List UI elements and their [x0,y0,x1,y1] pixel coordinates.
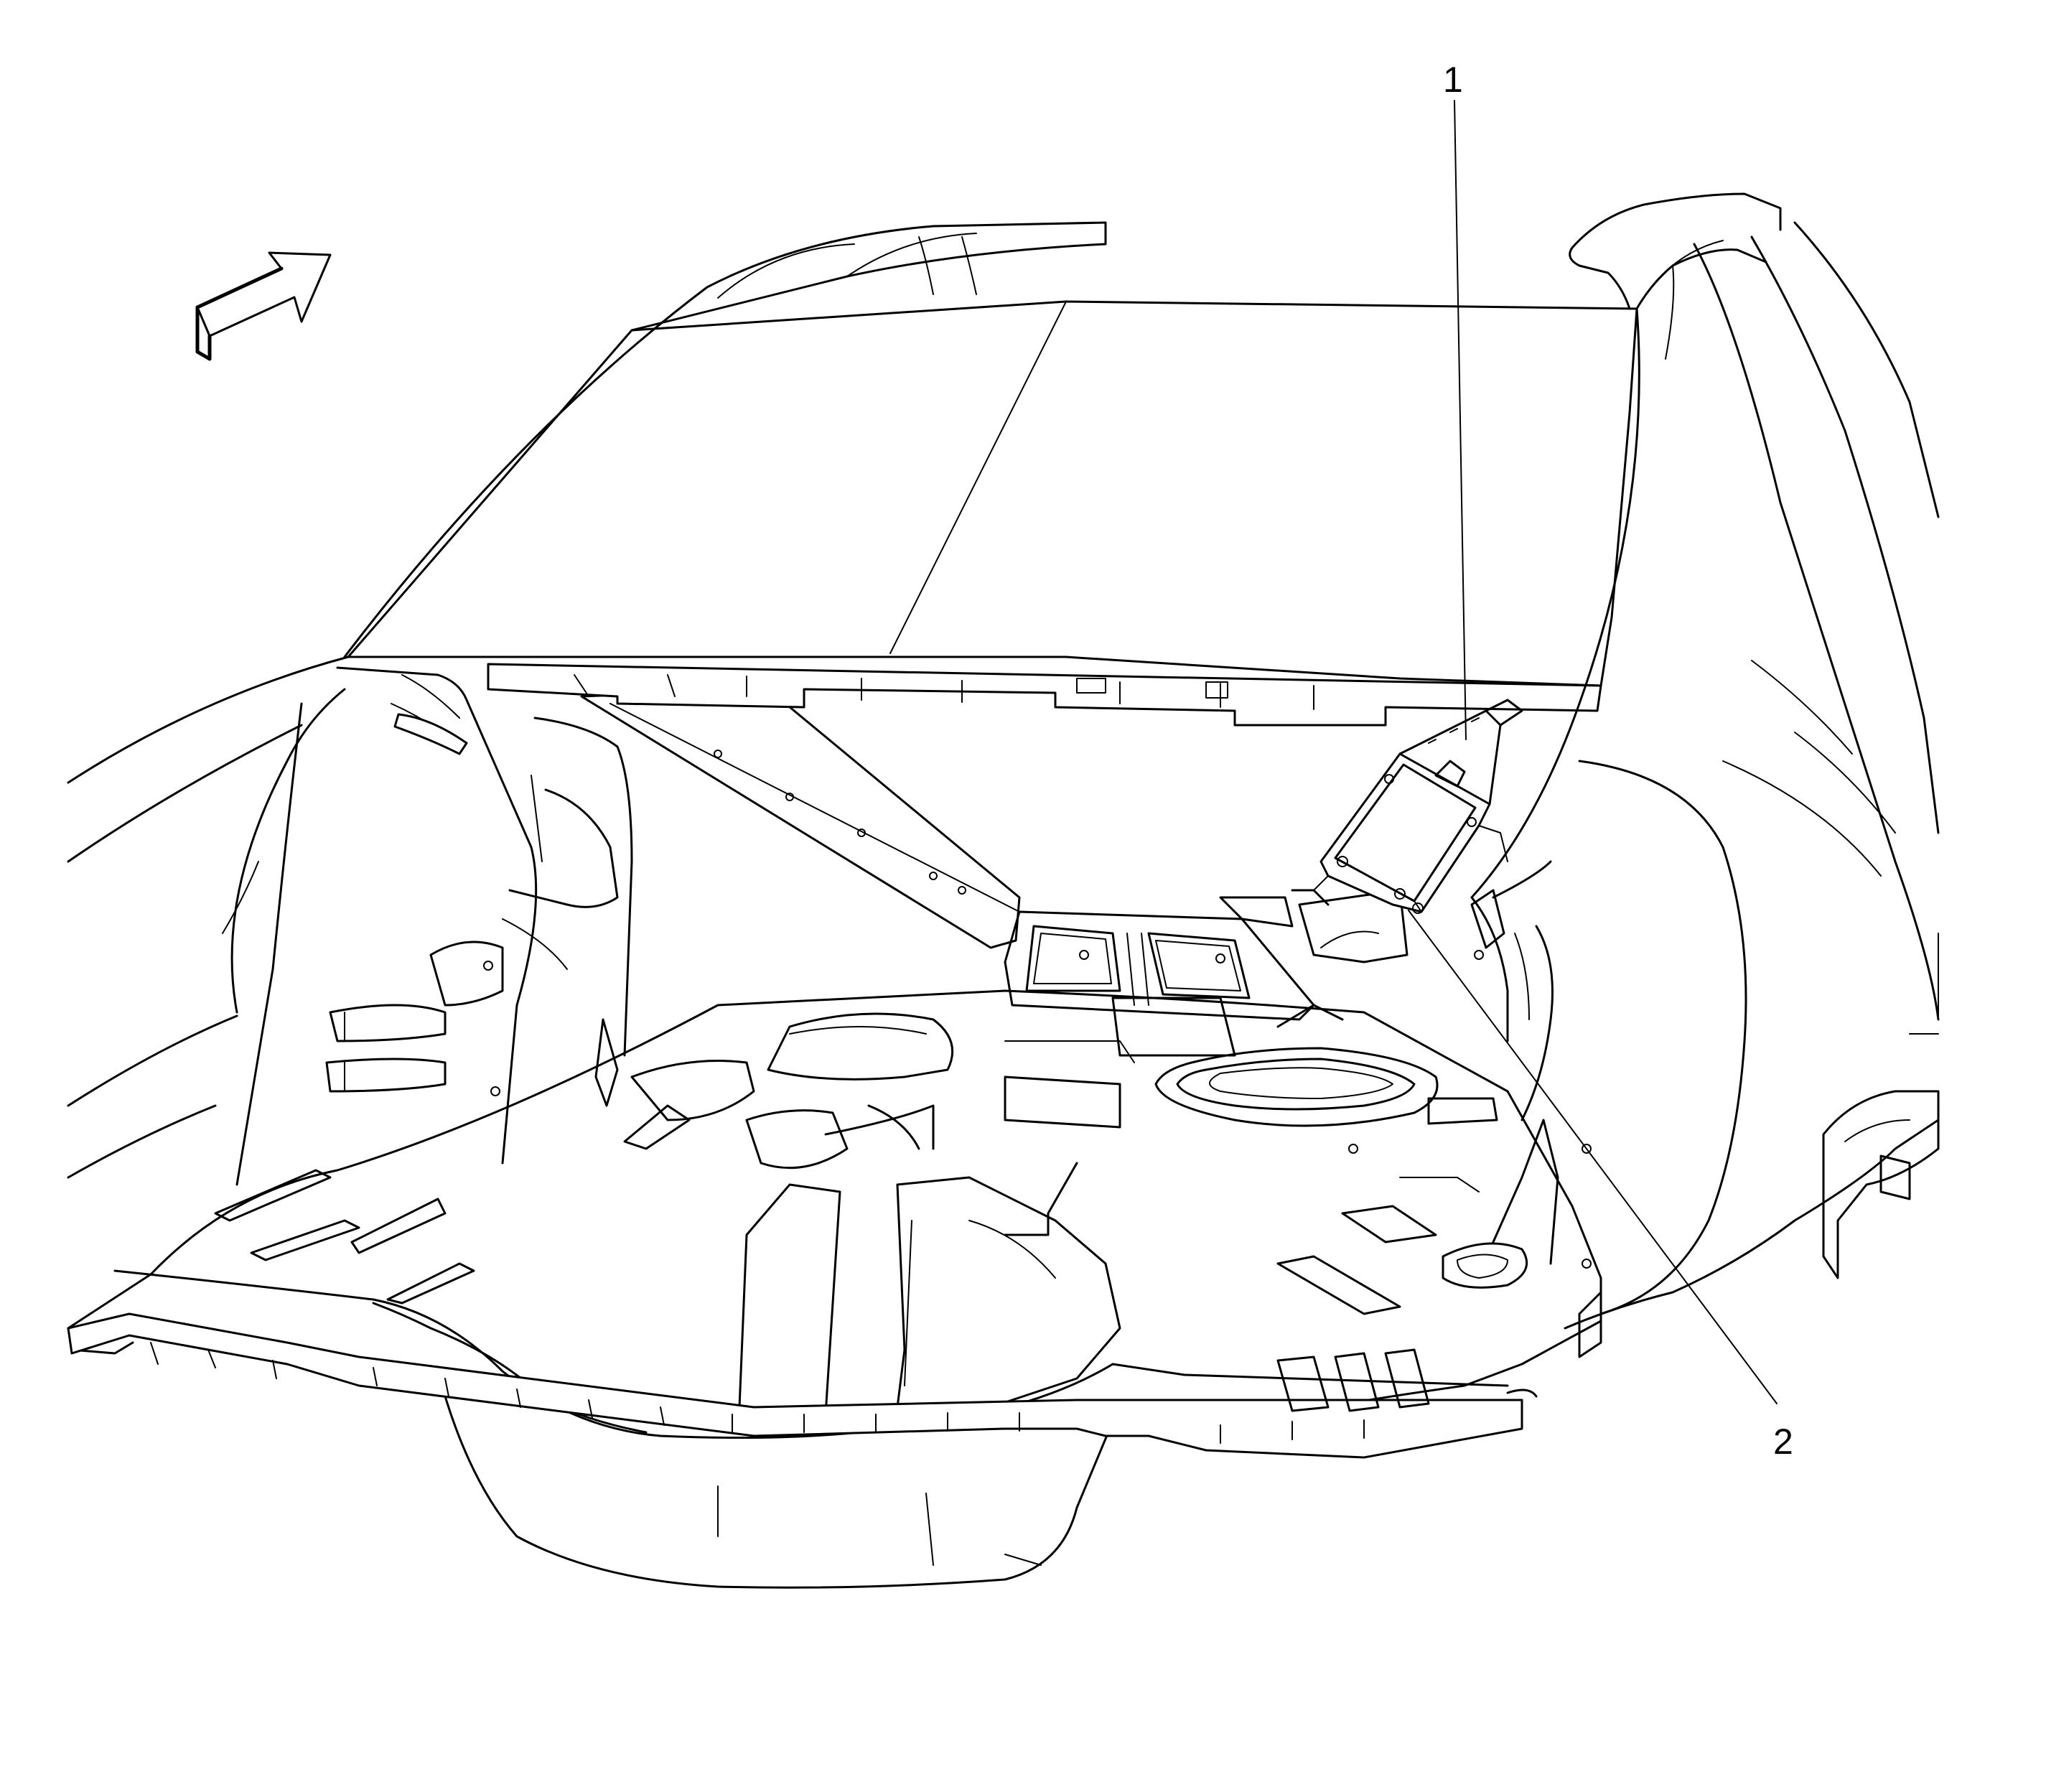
rear-cross-brace [580,688,1021,949]
callout-1-leader [1454,100,1467,740]
right-body-side [1470,221,1940,1358]
package-shelf-rail [487,663,1602,727]
forward-direction-arrow-icon [195,251,332,361]
control-module [1313,752,1508,914]
callout-2-label: 2 [1773,1422,1793,1462]
rear-sill [67,1312,1538,1459]
module-mounting-bracket [1398,699,1523,806]
callout-leaders [1408,100,1778,1404]
rear-floor-pan [67,925,1602,1589]
callout-2-leader [1408,910,1778,1404]
left-body-side [67,655,633,1186]
callout-1-label: 1 [1443,60,1463,100]
center-floor-bracket [1004,889,1409,1028]
rear-window-panel [343,192,1782,687]
